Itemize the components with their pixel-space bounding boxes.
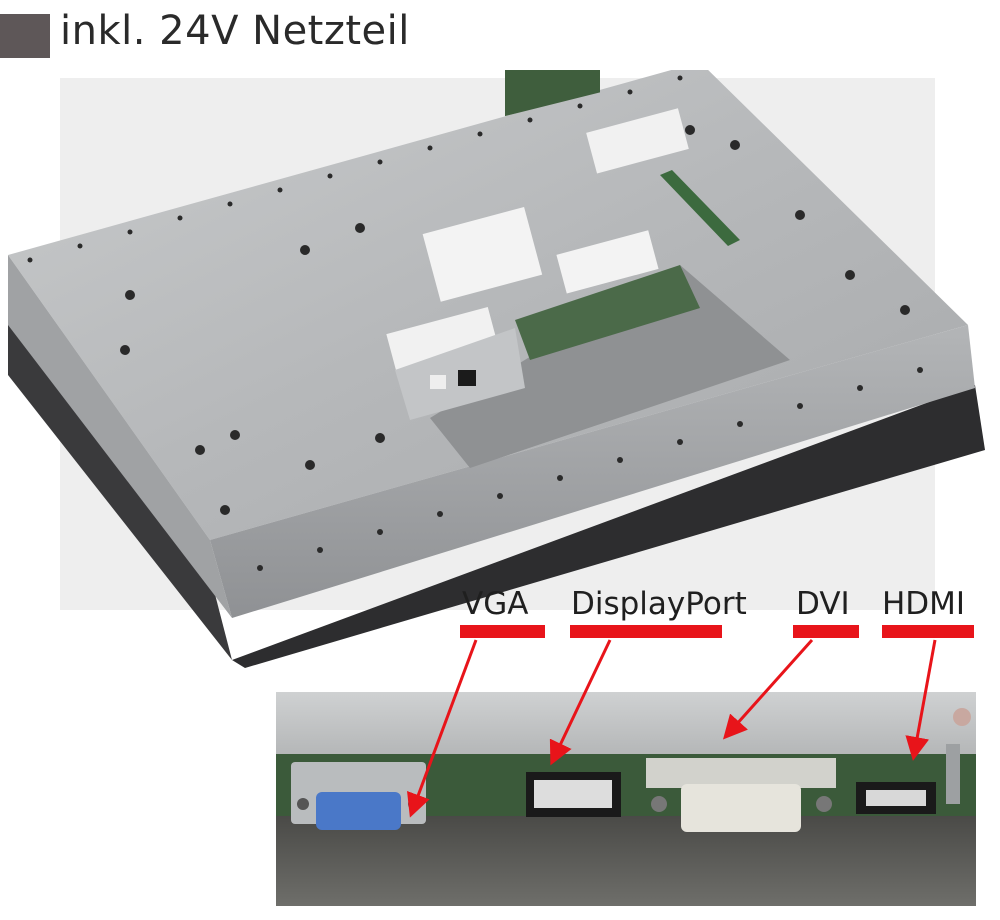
label-hdmi: HDMI [882,586,966,622]
pcb-board [515,265,700,360]
label-vga: VGA [462,586,529,622]
stickers [386,108,689,375]
mounting-holes [27,75,923,571]
monitor-back-photo [8,70,985,668]
label-displayport: DisplayPort [571,586,747,622]
bezel-bottom [232,385,985,668]
hdmi-connector [856,782,936,814]
label-dvi: DVI [796,586,850,622]
cutout-opening [430,265,790,468]
dvi-connector [646,758,836,832]
underline-displayport [570,625,722,638]
header-square-marker [0,14,50,58]
side-face [210,325,975,618]
left-face [8,255,232,618]
displayport-connector [526,772,621,817]
pcb-strip [660,170,740,246]
underline-vga [460,625,545,638]
vga-connector [291,762,426,830]
page-title: inkl. 24V Netzteil [60,8,410,54]
underline-dvi [793,625,859,638]
underline-hdmi [882,625,974,638]
back-plate [8,70,968,540]
connector-closeup-photo [276,692,976,906]
pcb-window [505,70,600,117]
